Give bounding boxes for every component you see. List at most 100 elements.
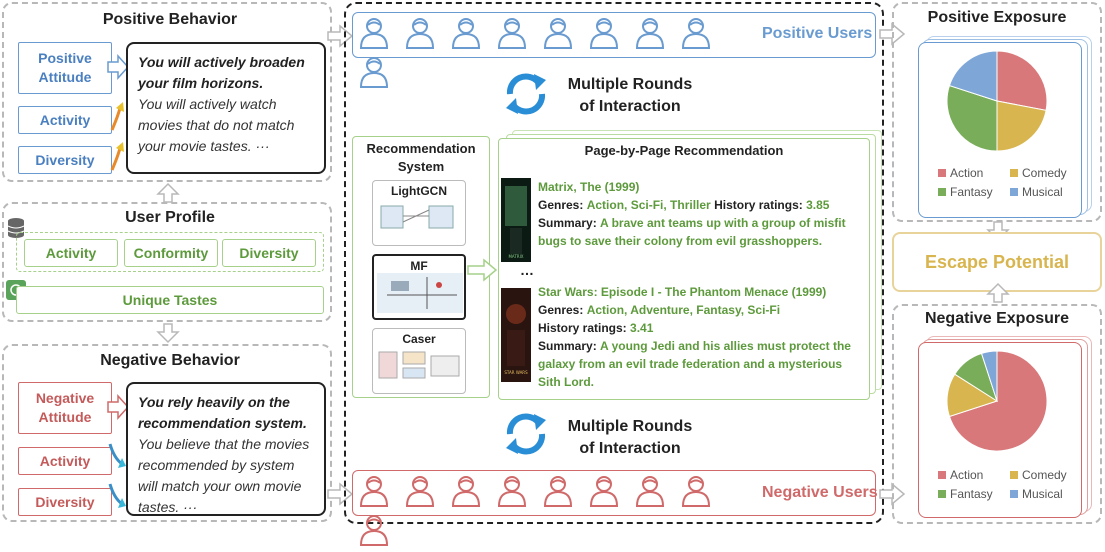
movie-1-title: Matrix, The (1999) [538,180,640,194]
movie-2-rating: 3.41 [630,321,654,335]
model-mf[interactable]: MF [372,254,466,320]
positive-exposure-panel [892,2,1102,222]
positive-behavior-panel [2,2,332,182]
positive-arrows [107,54,130,171]
page-by-page-panel [498,138,870,400]
movie-2-genres: Action, Adventure, Fantasy, Sci-Fi [586,303,781,317]
model-caser[interactable]: Caser [372,328,466,394]
positive-users-bar [352,12,876,58]
simulation-panel [344,2,884,524]
movie-2-ratings-label: History ratings: [538,321,627,335]
movie-1-genres-label: Genres: [538,198,584,212]
user-profile-panel [2,202,332,322]
negative-users-label: Negative Users [762,484,878,501]
up-arrow-icon [986,282,1010,303]
profile-conformity: Conformity [124,239,218,267]
movie-1-ratings-label: History ratings: [714,198,803,212]
movie-2-summary: A young Jedi and his allies must protect… [538,339,851,389]
negative-diversity-label: Diversity [35,494,95,510]
matrix-poster: MATRIX [501,178,531,262]
movie-1-details: Matrix, The (1999) Genres: Action, Sci-F… [538,178,868,250]
starwars-poster: STAR WARS [501,288,531,382]
profile-activity: Activity [24,239,118,267]
positive-diversity-label: Diversity [35,152,95,168]
user-icon [543,18,573,49]
negative-arrows [107,394,130,508]
legend-musical: Musical [1010,487,1063,501]
negative-exposure-pie [946,350,1048,452]
profile-diversity: Diversity [222,239,316,267]
positive-behavior-title: Positive Behavior [102,11,238,28]
database-icon [7,218,25,238]
positive-quote-bold: You will actively broaden your film hori… [138,54,305,91]
legend-action-label: Action [950,468,984,482]
user-icon [359,476,389,507]
profile-attributes-row [16,232,324,272]
arrow-to-negative-users [327,482,354,506]
legend-fantasy-label: Fantasy [950,487,993,501]
movie-1-rating: 3.85 [806,198,830,212]
positive-exposure-title: Positive Exposure [927,9,1067,26]
movie-list-ellipsis: … [520,262,534,278]
model-caser-label: Caser [402,332,436,346]
page-title: Page-by-Page Recommendation [584,143,784,158]
user-icon [589,18,619,49]
model-mf-label: MF [410,259,428,273]
negative-behavior-panel [2,344,332,522]
arrow-to-positive-users [327,24,354,48]
falling-arrow-icon [108,483,123,506]
up-arrow-icon [156,182,180,203]
positive-quote-bubble: You will actively broaden your film hori… [126,42,326,174]
rounds-line1: Multiple Rounds [567,76,693,93]
user-icon [543,476,573,507]
falling-arrow-icon [108,443,123,466]
movie-1-summary-line: Summary: A brave ant teams up with a gro… [538,214,868,250]
user-icon [405,18,435,49]
positive-users-label: Positive Users [762,25,873,42]
positive-activity-label: Activity [39,112,91,128]
negative-attitude-label: Negative Attitude [35,390,95,425]
legend-action-label: Action [950,166,984,180]
negative-legend: Action Comedy Fantasy Musical [938,468,1078,501]
legend-musical: Musical [1010,185,1063,199]
movie-2-genres-label: Genres: [538,303,584,317]
svg-text:MATRIX: MATRIX [508,254,523,259]
negative-activity-box: Activity [18,447,112,475]
positive-attitude-box: Positive Attitude [18,42,112,94]
unique-tastes-box: Unique Tastes [16,286,324,314]
user-icon [681,18,711,49]
movie-1-summary-label: Summary: [538,216,597,230]
escape-potential-box: Escape Potential [892,232,1102,292]
movie-1-summary: A brave ant teams up with a group of mis… [538,216,846,248]
arrow-right-icon [107,54,130,80]
movie-2-ratings-line: History ratings: 3.41 [538,319,868,337]
rounds-label-top: Multiple Rounds of Interaction [560,74,700,118]
negative-quote-rest: You believe that the movies recommended … [138,436,310,515]
model-lightgcn-label: LightGCN [391,184,447,198]
arrow-right-icon [107,394,130,420]
legend-comedy-label: Comedy [1022,166,1067,180]
model-lightgcn[interactable]: LightGCN [372,180,466,246]
negative-activity-label: Activity [39,453,91,469]
refresh-cycle-icon [506,73,546,115]
rounds-label-bottom: Multiple Rounds of Interaction [560,416,700,460]
positive-exposure-pie [946,50,1048,152]
legend-fantasy: Fantasy [938,487,1000,501]
legend-musical-label: Musical [1022,487,1063,501]
positive-users-icons [358,16,748,88]
movie-2-title: Star Wars: Episode I - The Phantom Menac… [538,285,827,299]
user-icon [497,476,527,507]
user-icon [635,476,665,507]
legend-comedy-label: Comedy [1022,468,1067,482]
negative-attitude-box: Negative Attitude [18,382,112,434]
mf-diagram-icon [377,273,463,313]
refresh-cycle-icon [506,413,546,455]
negative-behavior-title: Negative Behavior [100,352,240,369]
lightgcn-diagram-icon [380,205,454,229]
negative-diversity-box: Diversity [18,488,112,516]
unique-tastes-label: Unique Tastes [122,292,218,308]
negative-users-icons [358,474,748,546]
legend-musical-label: Musical [1022,185,1063,199]
positive-diversity-box: Diversity [18,146,112,174]
user-icon [405,476,435,507]
